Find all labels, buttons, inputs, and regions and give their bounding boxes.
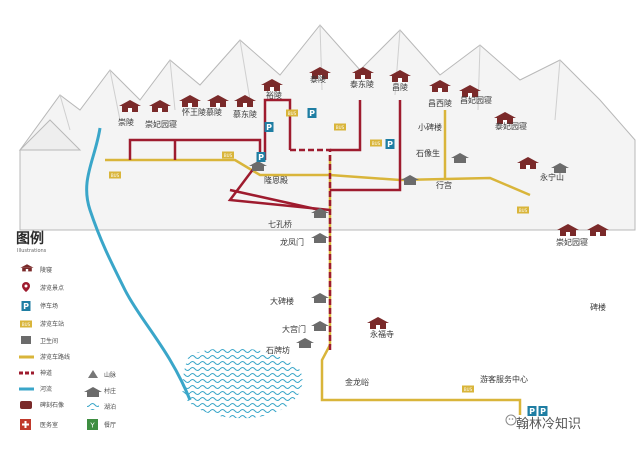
legend-item-label: 河流 <box>40 385 52 393</box>
legend-item-label: 游览车站 <box>40 320 64 328</box>
legend-item-label: 碑刻石像 <box>40 401 64 409</box>
place-label: 慕东陵 <box>233 109 257 119</box>
sacred-way <box>128 98 402 350</box>
legend-subtitle: Illustrations <box>17 248 47 254</box>
bus-stop-icon <box>517 206 529 214</box>
place-label: 崇妃园寝 <box>145 119 177 129</box>
legend-item-label: 医务室 <box>40 421 58 429</box>
legend-item-label: 村庄 <box>104 387 116 395</box>
place-label: 行宫 <box>436 180 452 190</box>
tomb-icon <box>20 264 34 272</box>
legend-item-label: 停车场 <box>40 302 58 310</box>
mountain-icon <box>88 370 98 378</box>
bus-stop-icon <box>109 171 121 179</box>
place-label: 崇陵 <box>118 118 134 127</box>
place-label: 永福寺 <box>370 329 394 339</box>
bus-stop-icon <box>462 385 474 393</box>
place-label: 龙凤门 <box>280 237 304 247</box>
legend-item-label: 陵寝 <box>40 266 52 274</box>
parking-icon <box>256 152 266 162</box>
legend-item-label: 湖泊 <box>104 403 116 411</box>
place-label: 七孔桥 <box>268 219 292 229</box>
place-label: 隆恩殿 <box>264 175 288 185</box>
legend-title: 图例 <box>16 230 44 247</box>
wechat-icon <box>505 414 517 426</box>
place-label: 游客服务中心 <box>480 374 528 384</box>
stone-statue-icon <box>20 401 32 409</box>
mountain-range <box>18 24 636 231</box>
bus-stop-icon <box>286 109 298 117</box>
place-label: 金龙峪 <box>345 377 369 387</box>
legend: 图例 Illustrations 陵寝 游览景点 停车场 游览车站 卫生间 游览… <box>16 230 116 430</box>
place-label: 碑楼 <box>590 302 606 312</box>
parking-icon <box>385 139 395 149</box>
bus-stop-icon <box>334 123 346 131</box>
legend-item-label: 餐厅 <box>104 421 116 429</box>
place-label: 崇妃园寝 <box>556 237 588 247</box>
bus-stop-icon <box>222 151 234 159</box>
legend-item-label: 卫生间 <box>40 337 58 345</box>
place-label: 石像生 <box>416 148 440 158</box>
place-label: 怀王陵 <box>182 107 206 117</box>
svg-text:Y: Y <box>89 422 95 430</box>
bus-stop-icon <box>370 139 382 147</box>
place-label: 昌妃园寝 <box>460 95 492 105</box>
place-label: 永宁山 <box>540 172 564 182</box>
archway-icon <box>296 338 314 348</box>
tomb-icon <box>367 317 389 329</box>
legend-item-label: 神道 <box>40 369 52 377</box>
place-label: 大宫门 <box>282 324 306 334</box>
gate-icon <box>311 321 329 331</box>
lake <box>181 347 303 419</box>
place-labels: 崇陵 崇妃园寝 怀王陵 慕陵 慕东陵 裕陵 泰陵 泰东陵 昌陵 昌西陵 昌妃园寝… <box>118 74 606 387</box>
watermark: 翰林冷知识 <box>516 417 582 432</box>
parking-icon <box>21 301 31 311</box>
restroom-icon <box>21 336 31 344</box>
place-label: 昌陵 <box>392 83 408 92</box>
place-label: 慕陵 <box>206 107 222 117</box>
gate-icon <box>311 293 329 303</box>
gate-icon <box>311 233 329 243</box>
river <box>85 127 192 401</box>
clinic-icon <box>20 419 31 430</box>
restaurant-icon: Y <box>87 419 98 430</box>
shuttle-stop-icon <box>20 320 32 328</box>
village-icon <box>84 387 102 397</box>
place-label: 泰东陵 <box>350 79 374 89</box>
scenic-spot-icon <box>22 282 30 292</box>
lake-icon <box>87 401 99 410</box>
place-label: 泰妃园寝 <box>495 121 527 131</box>
place-label: 裕陵 <box>266 90 282 100</box>
place-label: 昌西陵 <box>428 99 452 108</box>
legend-item-label: 游览车路线 <box>40 353 70 361</box>
place-label: 大碑楼 <box>270 296 294 306</box>
legend-item-label: 游览景点 <box>40 284 64 292</box>
place-label: 小碑楼 <box>418 122 442 132</box>
place-label: 石牌坊 <box>266 345 290 355</box>
parking-icon <box>264 122 274 132</box>
place-label: 泰陵 <box>310 74 326 84</box>
legend-item-label: 山脉 <box>104 371 116 379</box>
parking-icon <box>307 108 317 118</box>
